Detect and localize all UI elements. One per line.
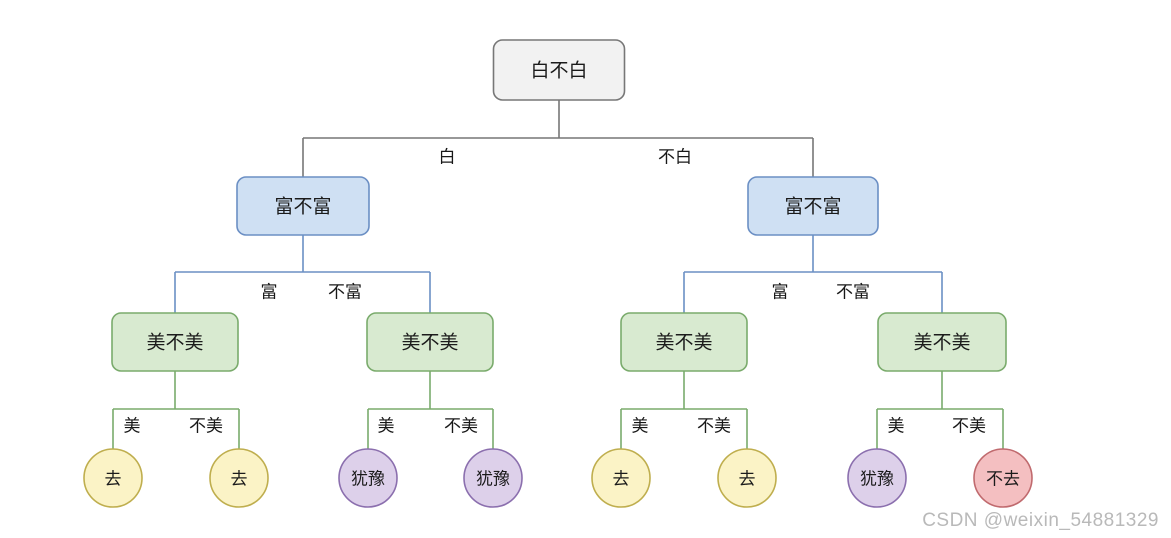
leaf-node-0-shape bbox=[83, 448, 143, 508]
leaf-node-7[interactable]: 不去 bbox=[973, 448, 1033, 508]
node-level2-1-label: 富不富 bbox=[784, 196, 841, 218]
edge-label-edge-mei-4: 美 bbox=[888, 417, 905, 436]
node-level2-0[interactable]: 富不富 bbox=[236, 176, 370, 236]
edge-label-edge-bufu-2: 不富 bbox=[836, 283, 870, 302]
leaf-node-5-shape bbox=[717, 448, 777, 508]
node-root[interactable]: 白不白 bbox=[492, 39, 626, 101]
node-level3-2[interactable]: 美不美 bbox=[620, 312, 748, 372]
node-level2-0-shape bbox=[236, 176, 370, 236]
leaf-node-5[interactable]: 去 bbox=[717, 448, 777, 508]
leaf-node-5-label: 去 bbox=[739, 470, 756, 489]
edge-label-edge-bumei-4: 不美 bbox=[952, 417, 986, 436]
edge-label-edge-fu-2: 富 bbox=[772, 283, 789, 302]
edge-label-edge-mei-1: 美 bbox=[124, 417, 141, 436]
node-level3-1-label: 美不美 bbox=[401, 332, 458, 354]
edge-label-edge-bumei-3: 不美 bbox=[697, 417, 731, 436]
leaf-node-2[interactable]: 犹豫 bbox=[338, 448, 398, 508]
edge-label-edge-mei-3: 美 bbox=[632, 417, 649, 436]
node-level3-0-label: 美不美 bbox=[146, 332, 203, 354]
leaf-node-4-label: 去 bbox=[613, 470, 630, 489]
leaf-node-3-label: 犹豫 bbox=[476, 470, 510, 489]
leaf-node-1[interactable]: 去 bbox=[209, 448, 269, 508]
node-level3-3-shape bbox=[877, 312, 1007, 372]
node-level3-2-shape bbox=[620, 312, 748, 372]
node-level2-1[interactable]: 富不富 bbox=[747, 176, 879, 236]
leaf-node-1-label: 去 bbox=[231, 470, 248, 489]
node-level3-3[interactable]: 美不美 bbox=[877, 312, 1007, 372]
edge-label-edge-bumei-1: 不美 bbox=[189, 417, 223, 436]
leaf-node-4[interactable]: 去 bbox=[591, 448, 651, 508]
node-level3-0-shape bbox=[111, 312, 239, 372]
edge-label-edge-mei-2: 美 bbox=[378, 417, 395, 436]
edges-layer bbox=[112, 100, 1004, 449]
node-root-shape bbox=[492, 39, 626, 101]
node-level2-1-shape bbox=[747, 176, 879, 236]
leaf-node-7-label: 不去 bbox=[986, 470, 1020, 489]
edge-label-edge-bumei-2: 不美 bbox=[444, 417, 478, 436]
leaf-node-3[interactable]: 犹豫 bbox=[463, 448, 523, 508]
leaf-node-3-shape bbox=[463, 448, 523, 508]
edge-label-edge-bai: 白 bbox=[439, 148, 456, 167]
edge-label-edge-bubai: 不白 bbox=[658, 148, 692, 167]
leaf-node-1-shape bbox=[209, 448, 269, 508]
leaf-node-6[interactable]: 犹豫 bbox=[847, 448, 907, 508]
node-level3-1-shape bbox=[366, 312, 494, 372]
node-level3-0[interactable]: 美不美 bbox=[111, 312, 239, 372]
leaf-node-6-label: 犹豫 bbox=[860, 470, 894, 489]
node-level3-1[interactable]: 美不美 bbox=[366, 312, 494, 372]
edge-labels-layer: 白不白富不富富不富美不美美不美美不美美不美 bbox=[124, 148, 987, 436]
node-level2-0-label: 富不富 bbox=[274, 196, 331, 218]
nodes-layer: 白不白富不富富不富美不美美不美美不美美不美去去犹豫犹豫去去犹豫不去 bbox=[83, 39, 1033, 508]
leaf-node-0-label: 去 bbox=[105, 470, 122, 489]
leaf-node-7-shape bbox=[973, 448, 1033, 508]
watermark-text: CSDN @weixin_54881329 bbox=[922, 510, 1159, 531]
edge-label-edge-fu-1: 富 bbox=[261, 283, 278, 302]
node-level3-2-label: 美不美 bbox=[655, 332, 712, 354]
leaf-node-2-shape bbox=[338, 448, 398, 508]
leaf-node-4-shape bbox=[591, 448, 651, 508]
leaf-node-2-label: 犹豫 bbox=[351, 470, 385, 489]
edge-label-edge-bufu-1: 不富 bbox=[328, 283, 362, 302]
leaf-node-6-shape bbox=[847, 448, 907, 508]
leaf-node-0[interactable]: 去 bbox=[83, 448, 143, 508]
node-level3-3-label: 美不美 bbox=[913, 332, 970, 354]
node-root-label: 白不白 bbox=[530, 60, 587, 82]
